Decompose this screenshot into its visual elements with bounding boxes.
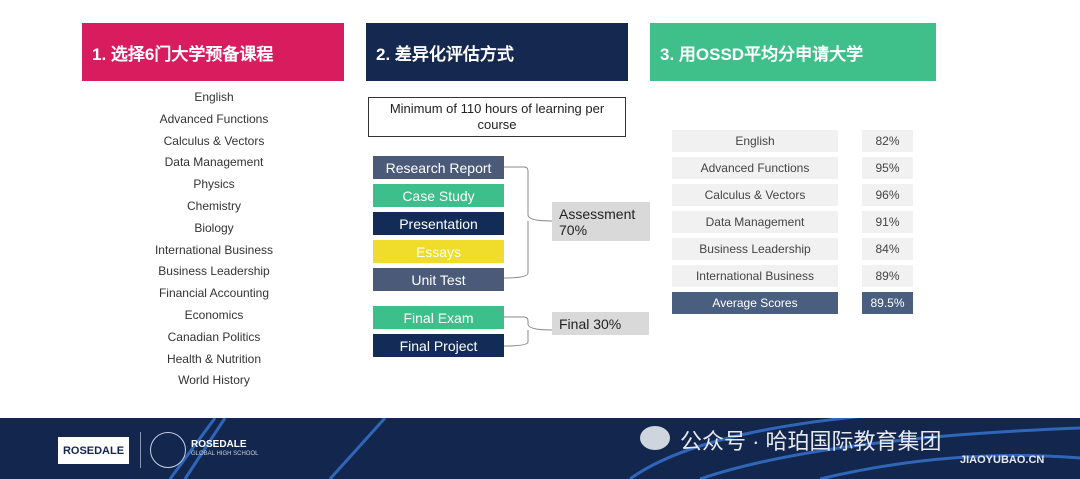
step-3-header: 3. 用OSSD平均分申请大学 (650, 23, 936, 81)
bracket-lines (504, 166, 553, 347)
course-item: English (194, 90, 234, 104)
score-subject: Business Leadership (672, 238, 838, 260)
score-subject: Advanced Functions (672, 157, 838, 179)
assessment-item: Essays (373, 240, 504, 263)
minimum-hours-note: Minimum of 110 hours of learning per cou… (368, 97, 626, 137)
footer: ROSEDALE ROSEDALE GLOBAL HIGH SCHOOL 公众号… (0, 418, 1080, 479)
course-item: Economics (184, 308, 244, 322)
final-weight: Final 30% (552, 312, 649, 335)
course-item: Business Leadership (158, 264, 270, 279)
score-subject: Data Management (672, 211, 838, 233)
watermark-text: 公众号 · 哈珀国际教育集团 (680, 429, 942, 454)
globe-icon (150, 432, 186, 468)
course-item: Health & Nutrition (166, 351, 262, 366)
assessment-item: Case Study (373, 184, 504, 207)
score-value: 84% (862, 238, 913, 260)
course-item: Chemistry (186, 199, 241, 213)
course-item: Canadian Politics (167, 329, 261, 344)
score-value: 89% (862, 265, 913, 287)
score-value: 95% (862, 157, 913, 179)
rosedale-global-sub: GLOBAL HIGH SCHOOL (191, 451, 259, 457)
course-item: Physics (193, 177, 235, 192)
divider (140, 432, 141, 468)
final-item: Final Exam (373, 306, 504, 329)
course-item: Advanced Functions (159, 111, 269, 126)
course-item: World History (178, 373, 250, 388)
course-item: Data Management (164, 155, 264, 170)
assessment-weight: Assessment 70% (552, 202, 650, 241)
step-1-header: 1. 选择6门大学预备课程 (82, 23, 344, 81)
score-value: 82% (862, 130, 913, 152)
assessment-item: Presentation (373, 212, 504, 235)
course-item: Financial Accounting (158, 286, 270, 301)
footer-decoration (168, 418, 1080, 479)
watermark-site: JIAOYUBAO.CN (960, 454, 1045, 466)
course-item: Calculus & Vectors (163, 133, 265, 148)
assessment-item: Unit Test (373, 268, 504, 291)
wechat-icon (640, 426, 670, 450)
score-subject: Calculus & Vectors (672, 184, 838, 206)
course-item: Biology (194, 220, 234, 235)
average-label: Average Scores (672, 292, 838, 314)
course-item: International Business (154, 242, 274, 257)
rosedale-logo: ROSEDALE (58, 437, 129, 464)
score-value: 96% (862, 184, 913, 206)
assessment-item: Research Report (373, 156, 504, 179)
rosedale-global-title: ROSEDALE (191, 439, 247, 450)
average-score: 89.5% (862, 292, 913, 314)
score-value: 91% (862, 211, 913, 233)
final-item: Final Project (373, 334, 504, 357)
score-subject: English (672, 130, 838, 152)
score-subject: International Business (672, 265, 838, 287)
step-2-header: 2. 差异化评估方式 (366, 23, 628, 81)
